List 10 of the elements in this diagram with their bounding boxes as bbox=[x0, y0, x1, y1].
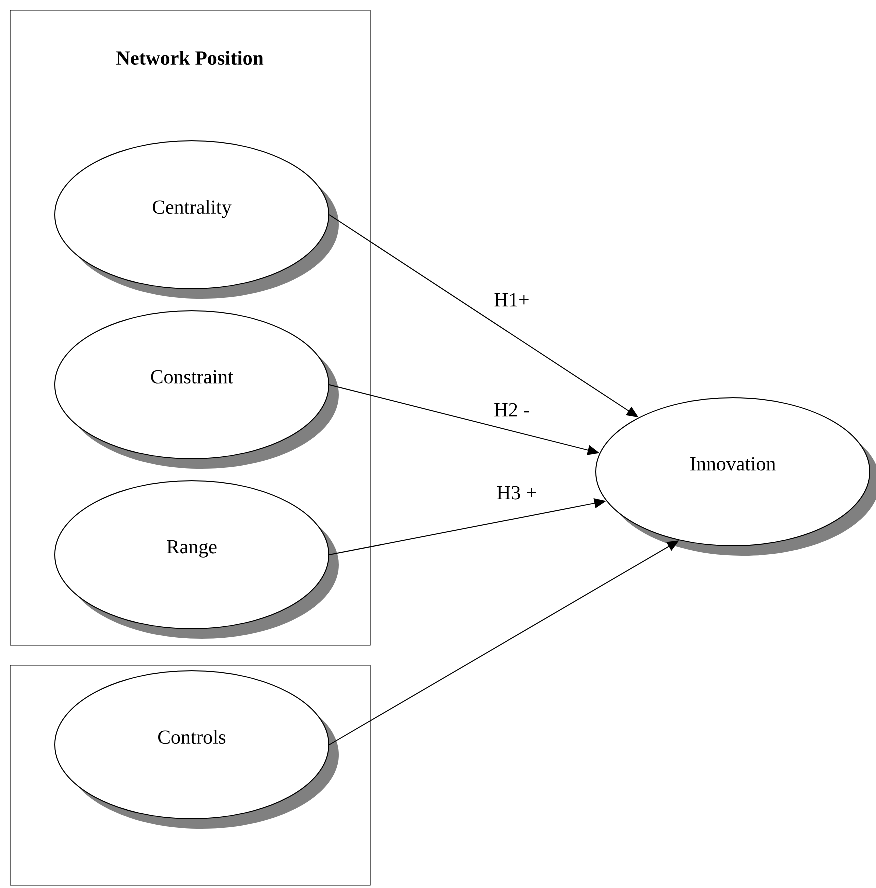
node-label: Innovation bbox=[690, 457, 776, 471]
ellipse-node: Centrality bbox=[54, 140, 339, 299]
edge-label: H1+ bbox=[493, 292, 531, 308]
ellipse-node: Constraint bbox=[54, 310, 339, 469]
ellipse-node: Controls bbox=[54, 670, 339, 829]
edge-label: H2 - bbox=[493, 402, 531, 418]
ellipse-node: Range bbox=[54, 480, 339, 639]
group-box bbox=[10, 665, 371, 886]
edge-label: H3 + bbox=[496, 485, 538, 501]
ellipse-node: Innovation bbox=[596, 398, 876, 556]
